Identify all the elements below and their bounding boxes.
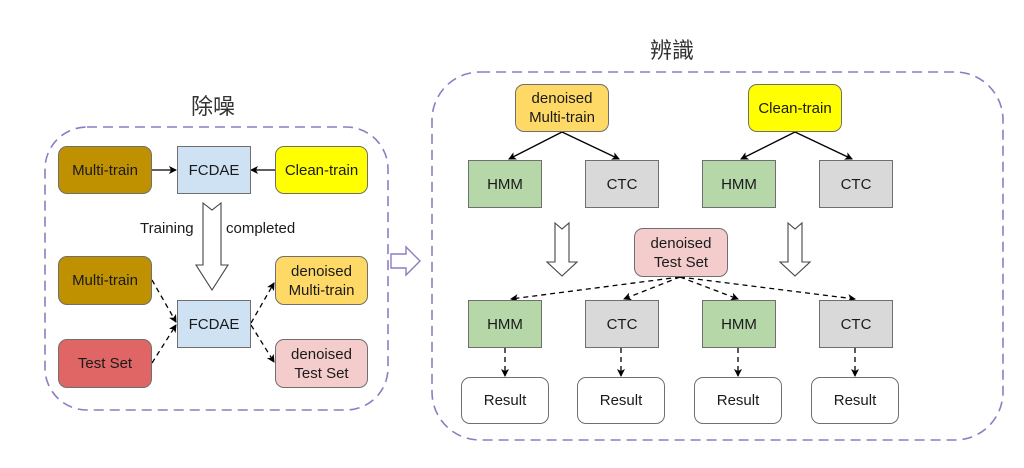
edge-fcdae2-to-denoised-multitrain bbox=[250, 282, 275, 324]
training-label: Training bbox=[140, 220, 194, 237]
recognition-section-title: 辨識 bbox=[650, 39, 695, 64]
multi-train-node: Multi-train bbox=[58, 146, 152, 194]
trained-arrow-left-icon bbox=[545, 221, 579, 277]
edge-multitrain2-to-fcdae2 bbox=[151, 279, 177, 323]
edge-fcdae2-to-denoised-testset bbox=[250, 324, 275, 363]
edge-testset-to-fcdae2 bbox=[151, 324, 177, 364]
fcdae-training-node: FCDAE bbox=[177, 146, 251, 194]
edge-testset-to-hmm3 bbox=[510, 276, 681, 303]
edge-testset-to-hmm4 bbox=[679, 276, 739, 301]
result-node: Result bbox=[694, 377, 782, 424]
edge-clean-to-hmm2 bbox=[740, 131, 796, 160]
edge-testset-to-ctc3 bbox=[623, 276, 681, 301]
hmm-model-node: HMM bbox=[702, 160, 776, 208]
trained-arrow-right-icon bbox=[778, 221, 812, 277]
ctc-eval-node: CTC bbox=[819, 300, 893, 348]
denoised-multi-train-source-node: denoised Multi-train bbox=[515, 84, 609, 132]
result-node: Result bbox=[811, 377, 899, 424]
ctc-model-node: CTC bbox=[819, 160, 893, 208]
training-completed-arrow-icon bbox=[194, 201, 230, 292]
result-node: Result bbox=[577, 377, 665, 424]
ctc-eval-node: CTC bbox=[585, 300, 659, 348]
denoise-container bbox=[44, 126, 389, 411]
hmm-eval-node: HMM bbox=[702, 300, 776, 348]
denoised-test-set-input-node: denoised Test Set bbox=[634, 228, 728, 277]
section-transition-arrow-icon bbox=[390, 245, 421, 277]
clean-train-node: Clean-train bbox=[275, 146, 368, 194]
denoised-test-set-output-node: denoised Test Set bbox=[275, 339, 368, 388]
edge-dmt-to-ctc1 bbox=[561, 131, 620, 160]
edge-dmt-to-hmm1 bbox=[508, 131, 563, 160]
hmm-model-node: HMM bbox=[468, 160, 542, 208]
clean-train-source-node: Clean-train bbox=[748, 84, 842, 132]
ctc-model-node: CTC bbox=[585, 160, 659, 208]
test-set-node: Test Set bbox=[58, 339, 152, 388]
edge-clean-to-ctc2 bbox=[794, 131, 853, 160]
completed-label: completed bbox=[226, 220, 296, 237]
hmm-eval-node: HMM bbox=[468, 300, 542, 348]
result-node: Result bbox=[461, 377, 549, 424]
edge-testset-to-ctc4 bbox=[679, 276, 856, 303]
multi-train-inference-node: Multi-train bbox=[58, 256, 152, 305]
denoised-multi-train-output-node: denoised Multi-train bbox=[275, 256, 368, 305]
fcdae-inference-node: FCDAE bbox=[177, 300, 251, 348]
denoise-section-title: 除噪 bbox=[191, 95, 236, 120]
